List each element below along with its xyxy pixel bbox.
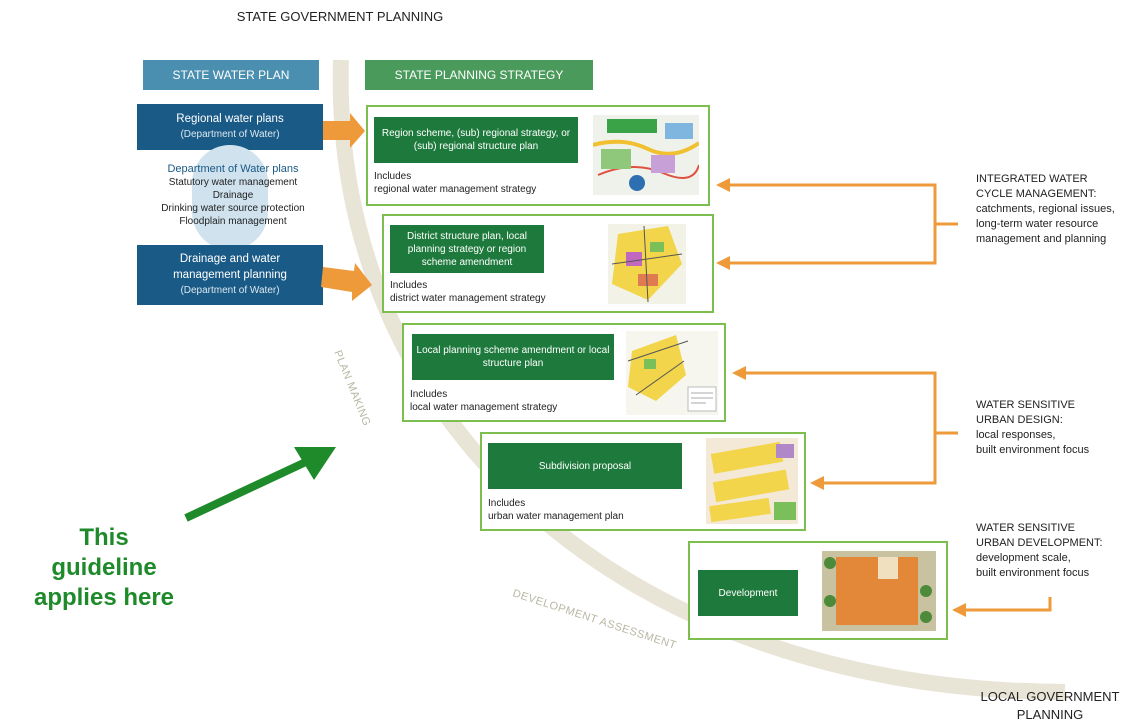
stage-regional: Region scheme, (sub) regional strategy, …: [366, 105, 710, 206]
iwcm-line: INTEGRATED WATER: [976, 173, 1088, 185]
state-planning-strategy-header: STATE PLANNING STRATEGY: [365, 60, 593, 90]
regional-water-plans-sub: (Department of Water): [180, 129, 280, 140]
development-site-thumbnail: [822, 551, 936, 631]
iwcm-line: management and planning: [976, 233, 1107, 245]
iwcm-line: CYCLE MANAGEMENT:: [976, 188, 1097, 200]
drainage-planning-title: Drainage and water management planning: [173, 253, 287, 281]
stage-regional-strategy: regional water management strategy: [374, 184, 537, 195]
callout-line: guideline: [51, 554, 157, 581]
arrowhead: [732, 366, 746, 380]
iwcm-line: catchments, regional issues,: [976, 203, 1115, 215]
drainage-planning-sub: (Department of Water): [180, 285, 280, 296]
dow-item: Drinking water source protection: [161, 203, 305, 214]
callout-arrowhead: [294, 447, 336, 480]
dow-item: Drainage: [212, 190, 254, 201]
state-water-plan-header: STATE WATER PLAN: [143, 60, 319, 90]
wsudev-label: WATER SENSITIVE URBAN DEVELOPMENT: devel…: [976, 521, 1144, 581]
arrowhead: [716, 178, 730, 192]
dow-item: Floodplain management: [179, 216, 287, 227]
stage-district-includes: Includes: [390, 280, 428, 291]
wsud-line: URBAN DESIGN:: [976, 414, 1063, 426]
wsudev-line: development scale,: [976, 552, 1071, 564]
iwcm-label: INTEGRATED WATER CYCLE MANAGEMENT: catch…: [976, 172, 1144, 247]
wsud-label: WATER SENSITIVE URBAN DESIGN: local resp…: [976, 398, 1144, 458]
wsudev-line: WATER SENSITIVE: [976, 522, 1076, 534]
dow-item: Statutory water management: [168, 177, 298, 188]
wsudev-connector: [962, 597, 1052, 612]
wsud-connector: [742, 371, 937, 485]
state-government-planning-title: STATE GOVERNMENT PLANNING: [236, 9, 444, 24]
dow-plans-group: Department of Water plans Statutory wate…: [145, 163, 321, 228]
wsudev-line: URBAN DEVELOPMENT:: [976, 537, 1103, 549]
stage-subdivision: Subdivision proposal Includes urban wate…: [480, 432, 806, 531]
stage-district-plan-box: District structure plan, local planning …: [390, 225, 544, 273]
stage-district-strategy: district water management strategy: [390, 293, 546, 304]
arrowhead: [716, 256, 730, 270]
drainage-planning-box: Drainage and water management planning (…: [137, 245, 323, 305]
stage-subdivision-includes: Includes: [488, 498, 526, 509]
dow-background-shape: [192, 145, 268, 250]
local-government-planning-title: LOCAL GOVERNMENT PLANNING: [980, 689, 1120, 722]
regional-water-plans-title: Regional water plans: [176, 113, 284, 125]
wsudev-line: built environment focus: [976, 567, 1090, 579]
stage-subdivision-plan-box: Subdivision proposal: [488, 443, 682, 489]
regional-water-plans-box: Regional water plans (Department of Wate…: [137, 104, 323, 150]
callout-text: This guideline applies here: [4, 523, 204, 613]
regional-arrow: [323, 113, 365, 148]
arrowhead: [952, 603, 966, 617]
regional-map-thumbnail: [593, 115, 699, 195]
wsud-line: WATER SENSITIVE: [976, 399, 1076, 411]
callout-line: applies here: [33, 584, 175, 611]
wsud-line: local responses,: [976, 429, 1056, 441]
stage-subdivision-strategy: urban water management plan: [488, 511, 624, 522]
iwcm-line: long-term water resource: [976, 218, 1099, 230]
wsud-line: built environment focus: [976, 444, 1090, 456]
stage-local-strategy: local water management strategy: [410, 402, 558, 413]
arrowhead: [810, 476, 824, 490]
stage-development-box: Development: [698, 570, 798, 616]
local-map-thumbnail: [626, 331, 718, 415]
district-map-thumbnail: [608, 224, 686, 304]
stage-regional-includes: Includes: [374, 171, 412, 182]
stage-development: Development: [688, 541, 948, 640]
stage-district: District structure plan, local planning …: [382, 214, 714, 313]
drainage-arrow: [321, 263, 372, 301]
stage-local: Local planning scheme amendment or local…: [402, 323, 726, 422]
subdivision-map-thumbnail: [706, 438, 798, 524]
stage-local-plan-box: Local planning scheme amendment or local…: [412, 334, 614, 380]
dow-plans-title: Department of Water plans: [167, 163, 299, 175]
callout-line: This: [79, 524, 129, 551]
stage-local-includes: Includes: [410, 389, 448, 400]
stage-regional-plan-box: Region scheme, (sub) regional strategy, …: [374, 117, 578, 163]
